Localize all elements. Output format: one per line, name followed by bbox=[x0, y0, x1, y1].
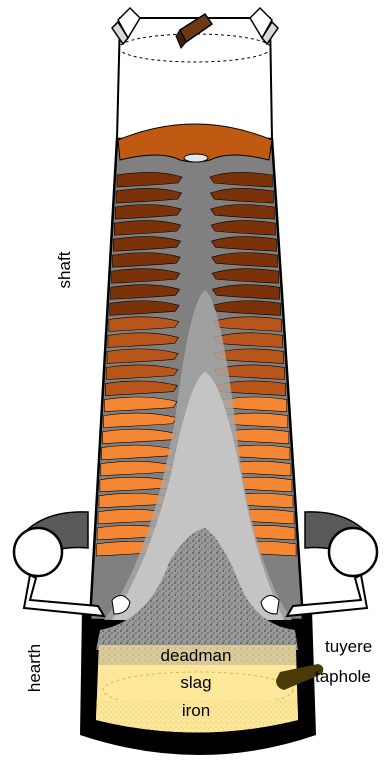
label-tuyere: tuyere bbox=[325, 637, 372, 656]
label-deadman: deadman bbox=[161, 646, 232, 665]
label-hearth: hearth bbox=[25, 644, 44, 692]
label-shaft: shaft bbox=[55, 251, 74, 288]
central-gas-vent bbox=[184, 154, 208, 162]
label-iron: iron bbox=[182, 701, 210, 720]
label-taphole: taphole bbox=[315, 667, 371, 686]
label-slag: slag bbox=[180, 673, 211, 692]
